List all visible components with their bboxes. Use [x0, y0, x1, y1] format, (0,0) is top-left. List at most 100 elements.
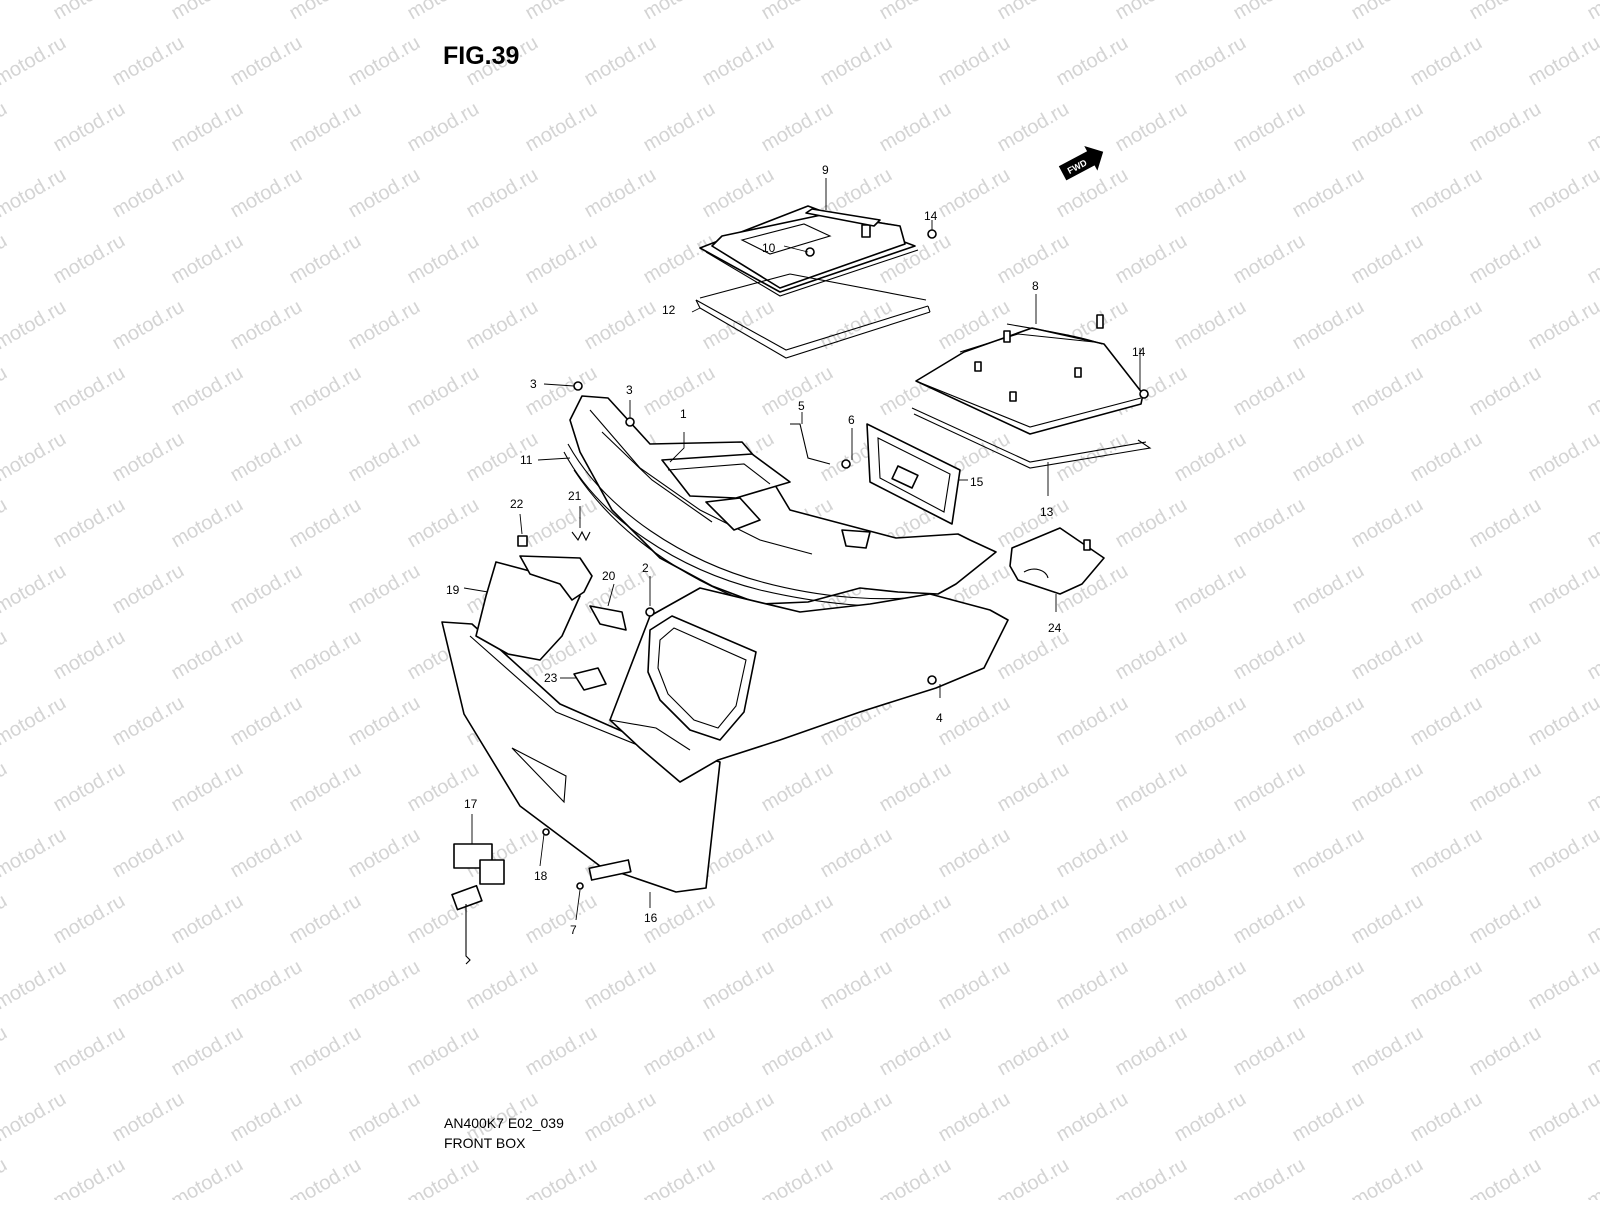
- watermark-text: motod.ru: [286, 1022, 365, 1081]
- watermark-text: motod.ru: [50, 890, 129, 949]
- callout-3b: 3: [626, 383, 633, 397]
- watermark-text: motod.ru: [0, 956, 70, 1015]
- watermark-text: motod.ru: [1407, 956, 1486, 1015]
- watermark-text: motod.ru: [50, 0, 129, 24]
- watermark-text: motod.ru: [876, 0, 955, 24]
- watermark-text: motod.ru: [1348, 362, 1427, 421]
- watermark-text: motod.ru: [1584, 230, 1600, 289]
- watermark-text: motod.ru: [0, 890, 11, 949]
- watermark-text: motod.ru: [758, 0, 837, 24]
- watermark-text: motod.ru: [1466, 1022, 1545, 1081]
- part-6-screw: [842, 460, 850, 468]
- watermark-text: motod.ru: [345, 956, 424, 1015]
- watermark-text: motod.ru: [227, 956, 306, 1015]
- watermark-text: motod.ru: [345, 1088, 424, 1147]
- watermark-text: motod.ru: [581, 1088, 660, 1147]
- callout-14b: 14: [1132, 345, 1146, 359]
- callout-11: 11: [520, 453, 533, 467]
- watermark-text: motod.ru: [1053, 32, 1132, 91]
- watermark-text: motod.ru: [994, 0, 1073, 24]
- watermark-text: motod.ru: [817, 32, 896, 91]
- watermark-text: motod.ru: [817, 296, 896, 355]
- watermark-text: motod.ru: [168, 0, 247, 24]
- watermark-text: motod.ru: [286, 626, 365, 685]
- watermark-text: motod.ru: [1289, 692, 1368, 751]
- watermark-text: motod.ru: [1053, 692, 1132, 751]
- watermark-text: motod.ru: [0, 626, 11, 685]
- callout-14a: 14: [924, 209, 938, 223]
- part-20-catch: [590, 606, 626, 630]
- watermark-text: motod.ru: [1289, 956, 1368, 1015]
- callout-17: 17: [464, 797, 478, 811]
- watermark-text: motod.ru: [1407, 32, 1486, 91]
- watermark-text: motod.ru: [817, 824, 896, 883]
- watermark-text: motod.ru: [0, 296, 70, 355]
- watermark-text: motod.ru: [286, 98, 365, 157]
- watermark-text: motod.ru: [1112, 230, 1191, 289]
- watermark-text: motod.ru: [1053, 956, 1132, 1015]
- callout-2: 2: [642, 561, 649, 575]
- watermark-text: motod.ru: [1230, 758, 1309, 817]
- callout-8: 8: [1032, 279, 1039, 293]
- watermark-text: motod.ru: [1112, 758, 1191, 817]
- callout-23: 23: [544, 671, 558, 685]
- watermark-text: motod.ru: [0, 164, 70, 223]
- watermark-text: motod.ru: [699, 956, 778, 1015]
- callout-12: 12: [662, 303, 676, 317]
- callout-20: 20: [602, 569, 616, 583]
- watermark-text: motod.ru: [109, 560, 188, 619]
- watermark-text: motod.ru: [1584, 1022, 1600, 1081]
- watermark-text: motod.ru: [1407, 428, 1486, 487]
- watermark-text: motod.ru: [994, 1154, 1073, 1200]
- watermark-text: motod.ru: [1466, 626, 1545, 685]
- callout-22: 22: [510, 497, 524, 511]
- watermark-text: motod.ru: [168, 494, 247, 553]
- watermark-text: motod.ru: [1230, 98, 1309, 157]
- watermark-text: motod.ru: [1112, 0, 1191, 24]
- watermark-text: motod.ru: [1230, 230, 1309, 289]
- watermark-text: motod.ru: [345, 560, 424, 619]
- watermark-text: motod.ru: [345, 428, 424, 487]
- watermark-text: motod.ru: [0, 758, 11, 817]
- watermark-text: motod.ru: [1407, 1088, 1486, 1147]
- watermark-text: motod.ru: [1407, 692, 1486, 751]
- watermark-text: motod.ru: [0, 98, 11, 157]
- watermark-text: motod.ru: [168, 230, 247, 289]
- watermark-text: motod.ru: [227, 560, 306, 619]
- watermark-text: motod.ru: [109, 956, 188, 1015]
- watermark-text: motod.ru: [994, 1022, 1073, 1081]
- watermark-text: motod.ru: [1348, 98, 1427, 157]
- watermark-text: motod.ru: [168, 1154, 247, 1200]
- watermark-text: motod.ru: [404, 362, 483, 421]
- watermark-text: motod.ru: [109, 32, 188, 91]
- figure-code: AN400K7 E02_039: [444, 1115, 564, 1131]
- watermark-text: motod.ru: [1584, 494, 1600, 553]
- watermark-text: motod.ru: [1230, 362, 1309, 421]
- watermark-text: motod.ru: [109, 824, 188, 883]
- watermark-text: motod.ru: [1171, 296, 1250, 355]
- watermark-text: motod.ru: [1053, 1088, 1132, 1147]
- watermark-text: motod.ru: [1053, 428, 1132, 487]
- watermark-text: motod.ru: [109, 428, 188, 487]
- watermark-text: motod.ru: [0, 1154, 11, 1200]
- watermark-text: motod.ru: [994, 98, 1073, 157]
- watermark-text: motod.ru: [1289, 296, 1368, 355]
- watermark-text: motod.ru: [345, 824, 424, 883]
- watermark-text: motod.ru: [1230, 890, 1309, 949]
- part-14a-screw: [928, 230, 936, 238]
- watermark-text: motod.ru: [1525, 1088, 1600, 1147]
- watermark-text: motod.ru: [50, 362, 129, 421]
- watermark-text: motod.ru: [1584, 890, 1600, 949]
- watermark-text: motod.ru: [640, 0, 719, 24]
- watermark-text: motod.ru: [581, 32, 660, 91]
- watermark-text: motod.ru: [1525, 692, 1600, 751]
- watermark-text: motod.ru: [1407, 560, 1486, 619]
- callout-7: 7: [570, 923, 577, 937]
- watermark-text: motod.ru: [50, 98, 129, 157]
- watermark-text: motod.ru: [168, 758, 247, 817]
- part-3a-screw: [574, 382, 582, 390]
- watermark-text: motod.ru: [876, 1154, 955, 1200]
- watermark-text: motod.ru: [227, 428, 306, 487]
- watermark-text: motod.ru: [1466, 758, 1545, 817]
- watermark-text: motod.ru: [50, 758, 129, 817]
